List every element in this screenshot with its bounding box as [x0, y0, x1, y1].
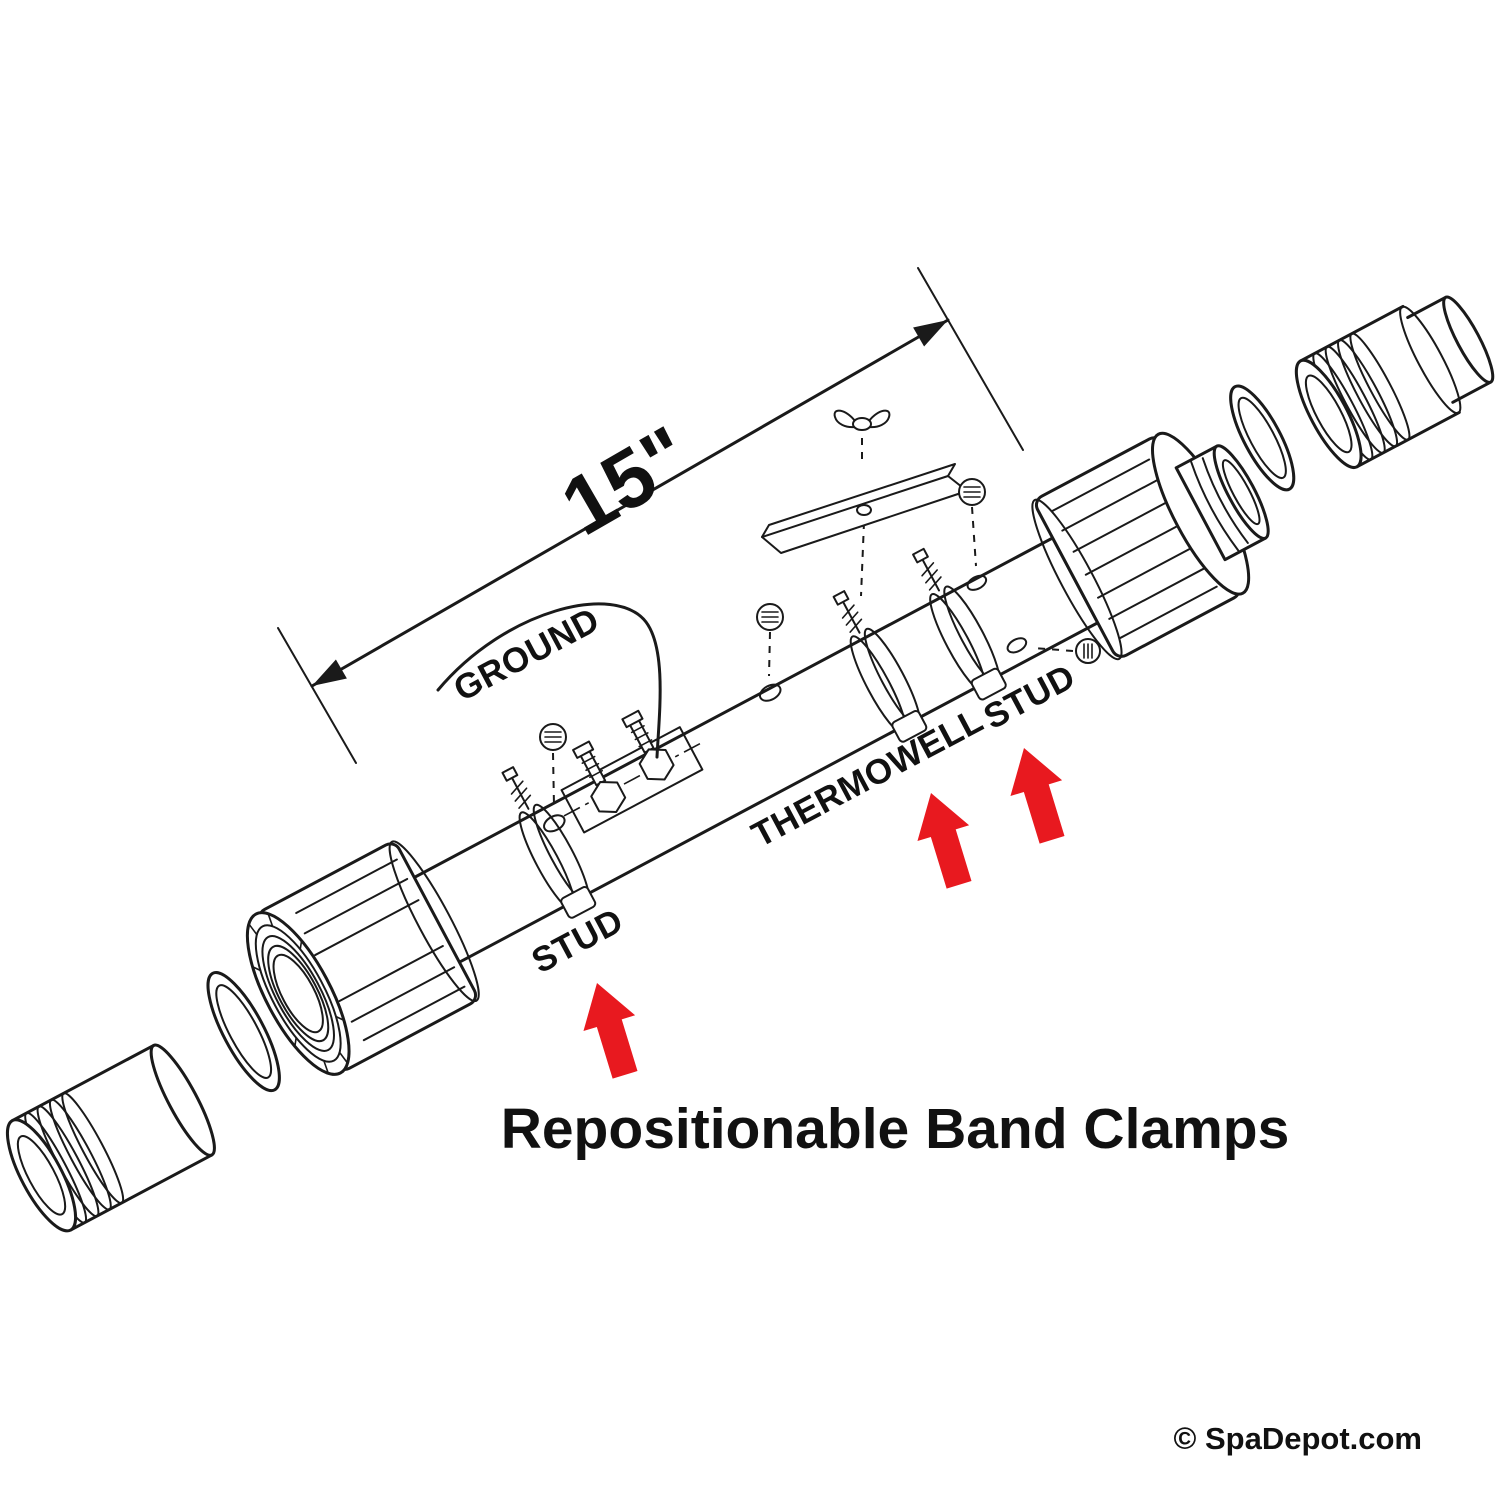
screw-icon — [756, 603, 784, 631]
left-union-nut — [245, 840, 480, 1076]
pointer-arrow-stud-left — [583, 983, 638, 1079]
screw-icon — [958, 478, 986, 506]
right-union-nut — [1031, 431, 1270, 661]
tube-hole — [758, 683, 782, 702]
dimension-label: 15" — [547, 409, 705, 553]
copyright-text: © SpaDepot.com — [1174, 1421, 1422, 1456]
pointer-arrow-thermowell — [917, 793, 972, 889]
pointer-arrow-stud-right — [1010, 748, 1065, 844]
ground-wire — [436, 602, 662, 759]
screw-icon — [539, 723, 567, 751]
heater-tube — [406, 536, 1100, 967]
right-tailpiece-fitting — [1294, 295, 1495, 470]
mounting-hardware — [539, 409, 1101, 807]
right-o-ring — [1229, 384, 1296, 492]
left-o-ring — [206, 971, 281, 1093]
band-clamp-middle — [832, 590, 928, 743]
dimension-arrowhead-right — [913, 320, 948, 347]
heater-assembly — [5, 295, 1495, 1233]
diagram-caption: Repositionable Band Clamps — [501, 1097, 1290, 1161]
tube-hole — [1006, 637, 1028, 654]
ground-label: GROUND — [447, 600, 605, 709]
extension-line-right — [917, 267, 1024, 451]
band-clamp-left — [501, 766, 597, 919]
dimension-arrowhead-left — [312, 659, 347, 686]
mounting-bracket — [761, 463, 968, 554]
left-tailpiece-fitting — [5, 1043, 216, 1233]
wing-nut-icon — [833, 409, 891, 431]
extension-line-left — [277, 627, 357, 764]
band-clamp-right — [912, 547, 1007, 701]
screw-icon — [1075, 638, 1101, 664]
element-terminal-studs — [560, 709, 704, 834]
tube-hole — [966, 574, 988, 591]
nut-rim-ribs — [248, 912, 349, 1075]
